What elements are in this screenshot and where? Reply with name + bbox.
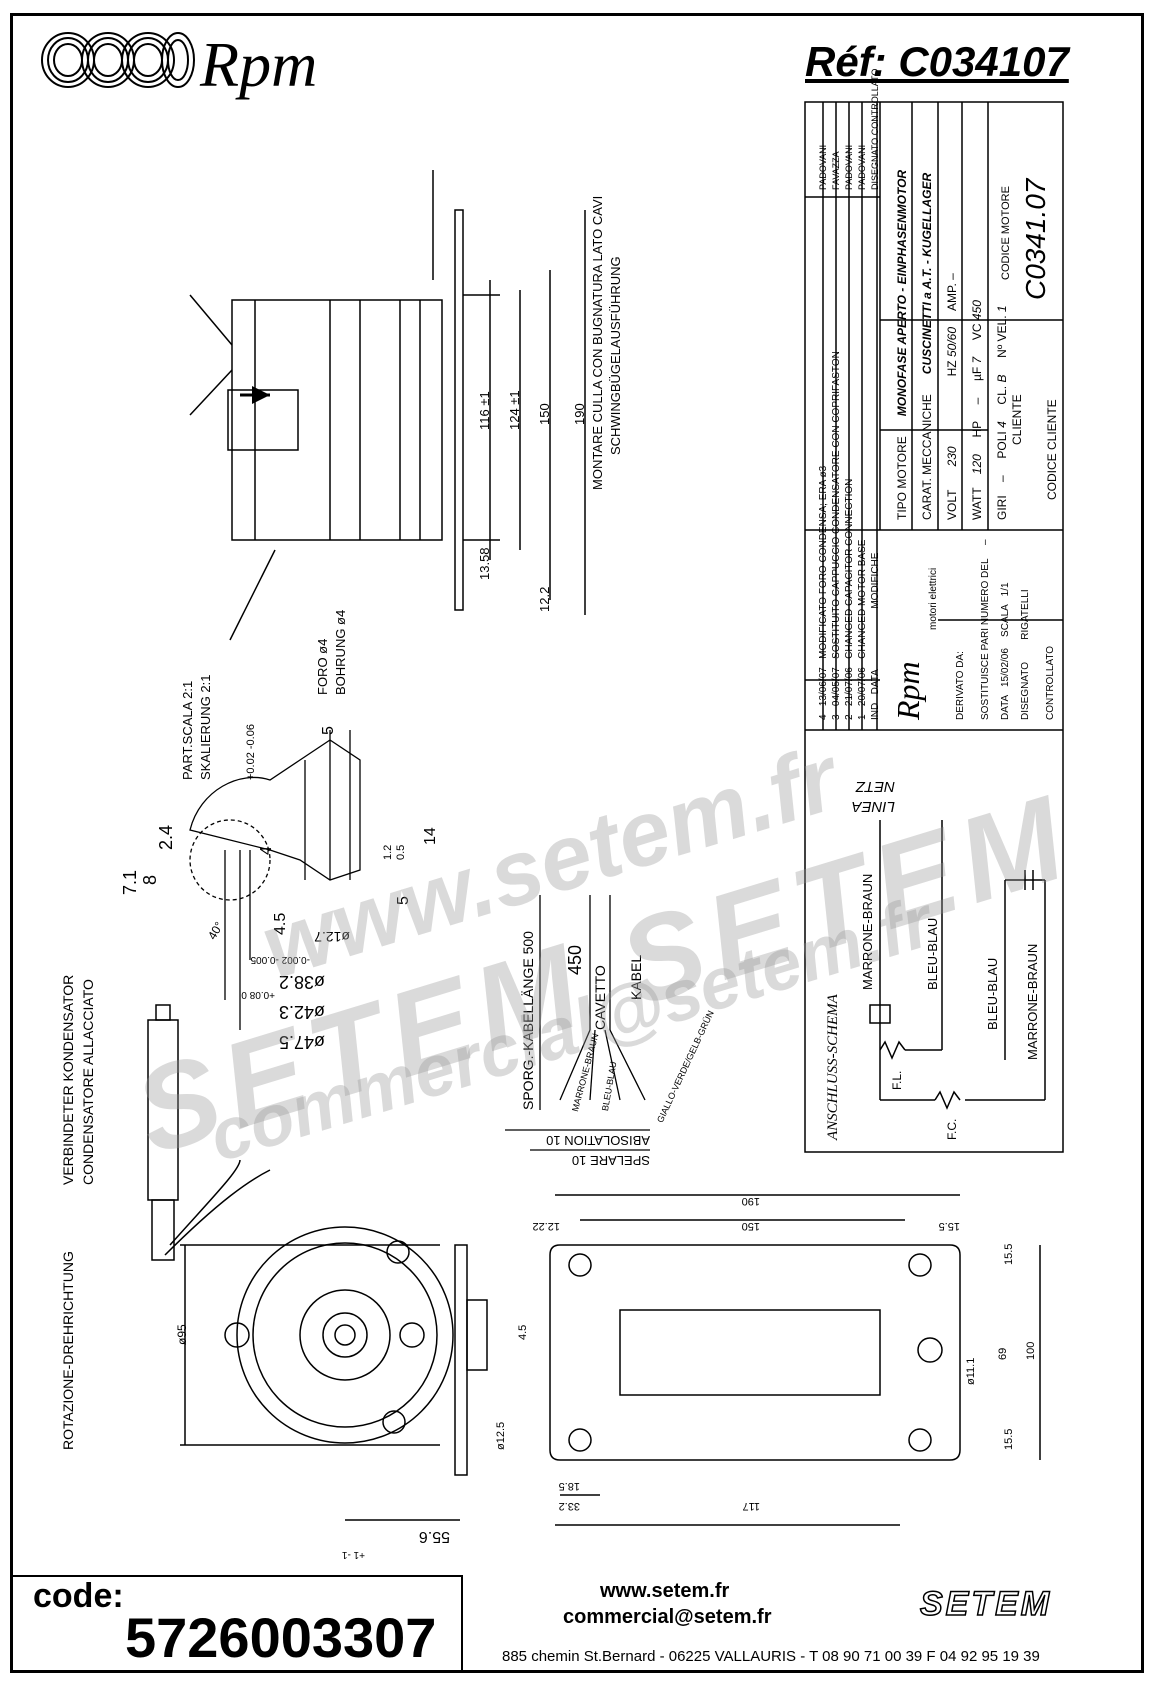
motor-front-view bbox=[180, 1226, 488, 1521]
dim-12-2: 12.2 bbox=[537, 586, 552, 612]
code-box bbox=[13, 1575, 463, 1670]
dim-base-12-22: 12.22 bbox=[532, 1220, 560, 1232]
label-schwing: SCHWINGBÜGELAUSFÜHRUNG bbox=[608, 256, 623, 455]
row-watt: WATT 120 HP – µF 7 VC 450 bbox=[970, 300, 984, 520]
schema-netz: NETZ bbox=[855, 778, 895, 795]
dim-4: 4 bbox=[258, 846, 275, 855]
schema-linea: LINEA bbox=[851, 798, 895, 815]
signoff-header: DISEGNATO CONTROLLATO bbox=[870, 68, 880, 190]
schema-fc: F.C. bbox=[945, 1118, 959, 1140]
label-condensatore: CONDENSATORE ALLACCIATO bbox=[80, 979, 96, 1185]
label-part-scala: PART.SCALA 2:1 bbox=[180, 680, 195, 780]
mod-header: IND DATA MODIFICHE bbox=[870, 552, 881, 720]
mod-1-by: PADOVANI bbox=[857, 144, 867, 190]
label-montare: MONTARE CULLA CON BUGNATURA LATO CAVI bbox=[590, 195, 605, 490]
dim-base-18-5: 18.5 bbox=[558, 1480, 580, 1492]
title-block-brand: Rpm bbox=[890, 661, 926, 720]
dim-base-15-5: 15.5 bbox=[938, 1220, 960, 1232]
mod-3: 3 04/05/07 SOSTITUITO CAPPUCCIO CONDENSA… bbox=[831, 351, 842, 720]
dim-base-117: 117 bbox=[742, 1500, 760, 1512]
derivato-label: DERIVATO DA: bbox=[955, 651, 966, 720]
codice-motore-label: CODICE MOTORE bbox=[1000, 186, 1012, 280]
sostituisce-row: SOSTITUISCE PARI NUMERO DEL – bbox=[980, 539, 991, 720]
footer-website[interactable]: www.setem.fr bbox=[600, 1580, 730, 1602]
motor-side-view bbox=[189, 170, 586, 641]
reference-number: Réf: C034107 bbox=[805, 38, 1069, 85]
code-value: 5726003307 bbox=[125, 1606, 437, 1669]
brand-name: Rpm bbox=[200, 29, 318, 100]
mod-2-by: PADOVANI bbox=[844, 144, 854, 190]
dim-150: 150 bbox=[537, 403, 552, 425]
dim-base-11-1: ø11.1 bbox=[965, 1357, 977, 1385]
dim-13-58: 13.58 bbox=[477, 547, 492, 580]
cable-drawing bbox=[505, 895, 650, 1151]
carat-meccaniche: CARAT. MECCANICHE CUSCINETTI a A.T. - KU… bbox=[920, 172, 934, 520]
label-rotazione: ROTAZIONE-DREHRICHTUNG bbox=[60, 1251, 76, 1450]
capacitor-drawing bbox=[147, 1004, 271, 1261]
cliente-label: CLIENTE bbox=[1010, 394, 1024, 445]
dim-base-95: ø95 bbox=[175, 1324, 189, 1345]
label-verbindeter: VERBINDETER KONDENSATOR bbox=[60, 974, 76, 1185]
dim-base-69: 69 bbox=[997, 1347, 1009, 1360]
wiring-schema bbox=[869, 820, 1046, 1110]
dim-190: 190 bbox=[572, 403, 587, 425]
dim-base-33-2: 33.2 bbox=[558, 1500, 580, 1512]
dim-base-150: 150 bbox=[741, 1220, 760, 1232]
dim-116: 116 ±1 bbox=[477, 391, 492, 430]
dim-base-tol: +1 -1 bbox=[341, 1549, 365, 1560]
mod-4-by: PADOVANI bbox=[818, 144, 828, 190]
base-plate-view bbox=[549, 1194, 1041, 1526]
setem-logo: SETEM bbox=[919, 1584, 1053, 1624]
dim-5-tol: +0.02 -0.06 bbox=[245, 724, 257, 780]
label-abisolation: ABISOLATION 10 bbox=[546, 1133, 650, 1148]
title-block-frame bbox=[804, 101, 1064, 1153]
title-block-brand-sub: motori elettrici bbox=[928, 567, 939, 630]
controllato-row: CONTROLLATO bbox=[1045, 645, 1056, 720]
rpm-logo-icon bbox=[41, 32, 195, 88]
dim-5: 5 bbox=[320, 726, 337, 735]
mod-1: 1 20/07/06 CHANGED MOTOR BASE bbox=[857, 539, 868, 720]
label-skalierung: SKALIERUNG 2:1 bbox=[198, 674, 213, 781]
tipo-motore: TIPO MOTORE MONOFASE APERTO - EINPHASENM… bbox=[895, 169, 909, 520]
dim-base-12-5: ø12.5 bbox=[495, 1421, 507, 1450]
schema-title: ANSCHLUSS-SCHEMA bbox=[825, 994, 841, 1140]
data-row: DATA 15/02/06 SCALA 1/1 bbox=[1000, 582, 1011, 720]
mod-3-by: FAVAZZA bbox=[831, 151, 841, 190]
mod-2: 2 21/07/06 CHANGED CAPACITOR CONNECTION bbox=[844, 478, 855, 720]
disegnato-row: DISEGNATO RIGATELLI bbox=[1020, 589, 1031, 720]
mod-4: 4 13/06/07 MODIFICATO FORO CONDENSA; ERA… bbox=[818, 465, 829, 720]
codice-motore-value: C0341.07 bbox=[1020, 178, 1051, 300]
label-foro: FORO ø4 bbox=[315, 638, 330, 695]
row-volt: VOLT 230 HZ 50/60 AMP. – bbox=[945, 273, 959, 520]
detail-section bbox=[189, 730, 361, 1030]
dim-124: 124 ±1 bbox=[507, 390, 522, 430]
dim-base-100: 100 bbox=[1025, 1341, 1037, 1360]
footer-address: 885 chemin St.Bernard - 06225 VALLAURIS … bbox=[502, 1648, 1040, 1665]
dim-base-55-6: 55.6 bbox=[418, 1528, 450, 1545]
footer-email[interactable]: commercial@setem.fr bbox=[563, 1606, 772, 1628]
dim-base-15-5c: 15.5 bbox=[1003, 1428, 1015, 1450]
dim-base-190: 190 bbox=[741, 1195, 760, 1207]
code-label: code: bbox=[33, 1577, 124, 1615]
schema-blue-2: BLEU-BLAU bbox=[985, 957, 1000, 1030]
dim-base-15-5b: 15.5 bbox=[1003, 1243, 1015, 1265]
label-bohrung: BOHRUNG ø4 bbox=[333, 609, 348, 695]
row-giri: GIRI – POLI 4 CL. B Nº VEL. 1 bbox=[995, 305, 1009, 520]
codice-cliente-label: CODICE CLIENTE bbox=[1045, 399, 1059, 500]
schema-fl: F.L. bbox=[890, 1070, 904, 1090]
drawing-frame bbox=[10, 13, 1144, 1673]
dim-8: 8 bbox=[140, 874, 160, 885]
dim-2-4: 2.4 bbox=[156, 824, 176, 850]
schema-brown-2: MARRONE-BRAUN bbox=[1025, 943, 1040, 1060]
dim-38-2-tol: +0.08 0 bbox=[241, 989, 275, 1000]
dim-7-1: 7.1 bbox=[120, 869, 140, 895]
dim-base-4-5: 4.5 bbox=[517, 1324, 529, 1340]
label-spelare: SPELARE 10 bbox=[571, 1153, 650, 1168]
